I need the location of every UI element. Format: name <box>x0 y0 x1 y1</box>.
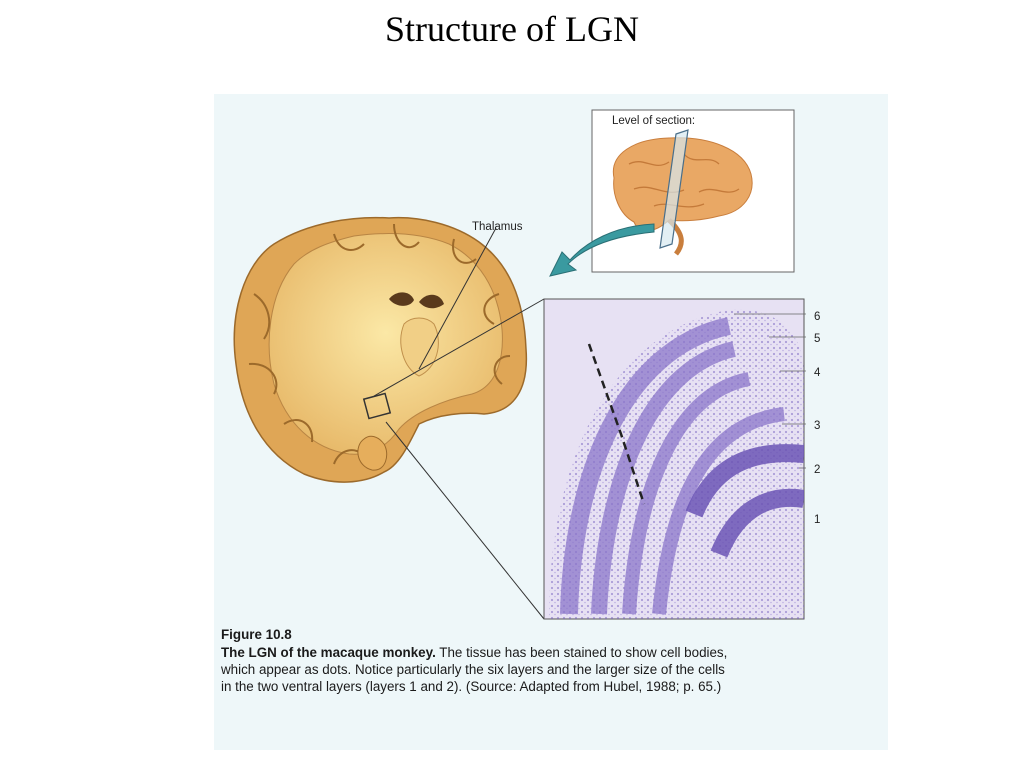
thalamus-pointer-line <box>418 227 497 370</box>
layer-label-4: 4 <box>814 367 821 379</box>
caption-line-1: The LGN of the macaque monkey. The tissu… <box>221 644 841 661</box>
thalamus-label: Thalamus <box>472 221 523 233</box>
figure-number: Figure 10.8 <box>221 627 292 642</box>
connector-line-bottom <box>385 421 545 620</box>
caption-line-3: in the two ventral layers (layers 1 and … <box>221 679 722 694</box>
slide-title: Structure of LGN <box>385 9 639 49</box>
coronal-brain-section <box>233 216 528 483</box>
layer-label-5: 5 <box>814 333 820 345</box>
caption-lead: The LGN of the macaque monkey. <box>221 645 436 660</box>
figure-caption: Figure 10.8 The LGN of the macaque monke… <box>221 626 841 695</box>
layer-label-3: 3 <box>814 420 820 432</box>
section-level-inset: Level of section: <box>591 109 795 273</box>
caption-line-2: which appear as dots. Notice particularl… <box>221 662 725 677</box>
small-brain-icon <box>612 129 753 256</box>
layer-label-1: 1 <box>814 514 820 526</box>
figure-panel: Level of section: Thalamus <box>214 94 888 750</box>
lgn-micrograph <box>543 298 805 620</box>
curved-arrow-icon <box>549 223 655 277</box>
connector-line-top <box>373 298 545 397</box>
layer-label-2: 2 <box>814 464 820 476</box>
lgn-figure-illustration: Level of section: Thalamus <box>233 109 821 620</box>
layer-label-6: 6 <box>814 311 820 323</box>
inset-label: Level of section: <box>612 115 695 127</box>
caption-line-1-rest: The tissue has been stained to show cell… <box>435 645 728 660</box>
